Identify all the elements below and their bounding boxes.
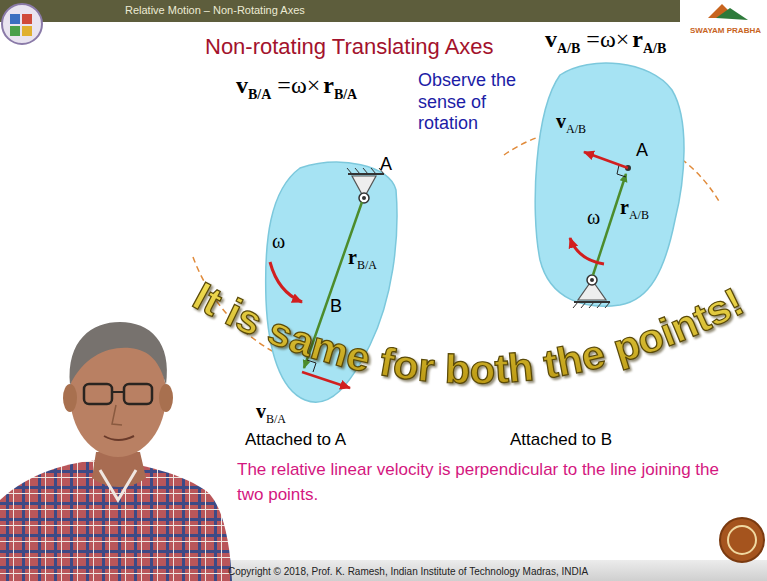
vector-label: A/B xyxy=(566,122,586,136)
statement-text-group: The relative linear velocity is perpendi… xyxy=(237,458,742,507)
formula: A/B xyxy=(643,41,666,56)
vector-label: v xyxy=(256,400,266,422)
point-label-group: B xyxy=(330,296,342,317)
omega-label-group: ω xyxy=(272,230,285,253)
vector-label: r xyxy=(348,246,357,268)
omega-label: ω xyxy=(272,230,285,252)
formula: A/B xyxy=(557,41,580,56)
statement-text: The relative linear velocity is perpendi… xyxy=(237,460,719,504)
caption-text: Attached to B xyxy=(510,430,612,449)
point-label: A xyxy=(380,154,392,174)
vector-label: v xyxy=(556,110,566,132)
vector-label-group: rA/B xyxy=(620,196,649,219)
formula-group: vB/A=ω×rB/A xyxy=(236,72,357,100)
vector-label-group: vB/A xyxy=(256,400,286,423)
omega-label: ω xyxy=(587,206,600,228)
vector-label: B/A xyxy=(357,258,377,272)
caption-text: Attached to A xyxy=(245,430,346,449)
point-label: A xyxy=(636,140,648,160)
copyright-text-group: Copyright © 2018, Prof. K. Ramesh, India… xyxy=(228,566,588,578)
caption-text-group: Attached to A xyxy=(245,430,346,450)
point-label-group: A xyxy=(380,154,392,175)
vector-label-group: vA/B xyxy=(556,110,586,133)
formula: =ω× xyxy=(277,72,320,98)
vector-label: B/A xyxy=(266,412,286,426)
copyright-text: Copyright © 2018, Prof. K. Ramesh, India… xyxy=(228,566,588,577)
vector-label: A/B xyxy=(629,208,649,222)
note-text: Observe the sense of rotation xyxy=(418,70,516,133)
formula: v xyxy=(236,72,248,98)
formula: v xyxy=(545,26,557,52)
slide-title: Non-rotating Translating Axes xyxy=(205,34,494,60)
vector-label: r xyxy=(620,196,629,218)
banner-text: It is same for both the points! xyxy=(186,273,750,391)
banner-text: It is same for both the points! xyxy=(186,273,750,391)
formula: r xyxy=(632,26,643,52)
formula: r xyxy=(323,72,334,98)
formula: B/A xyxy=(334,87,357,102)
formula: =ω× xyxy=(586,26,629,52)
point-label-group: A xyxy=(636,140,648,161)
caption-text-group: Attached to B xyxy=(510,430,612,450)
header-text-group: Relative Motion – Non-Rotating Axes xyxy=(125,4,305,17)
logo-text-group: SWAYAM PRABHA xyxy=(690,26,761,35)
logo-text: SWAYAM PRABHA xyxy=(690,26,761,35)
header-text: Relative Motion – Non-Rotating Axes xyxy=(125,4,305,16)
vector-label-group: rB/A xyxy=(348,246,377,269)
note-text-group: Observe the sense of rotation xyxy=(418,70,526,135)
point-label: B xyxy=(330,296,342,316)
formula-group: vA/B=ω×rA/B xyxy=(545,26,666,54)
formula: B/A xyxy=(248,87,271,102)
omega-label-group: ω xyxy=(587,206,600,229)
